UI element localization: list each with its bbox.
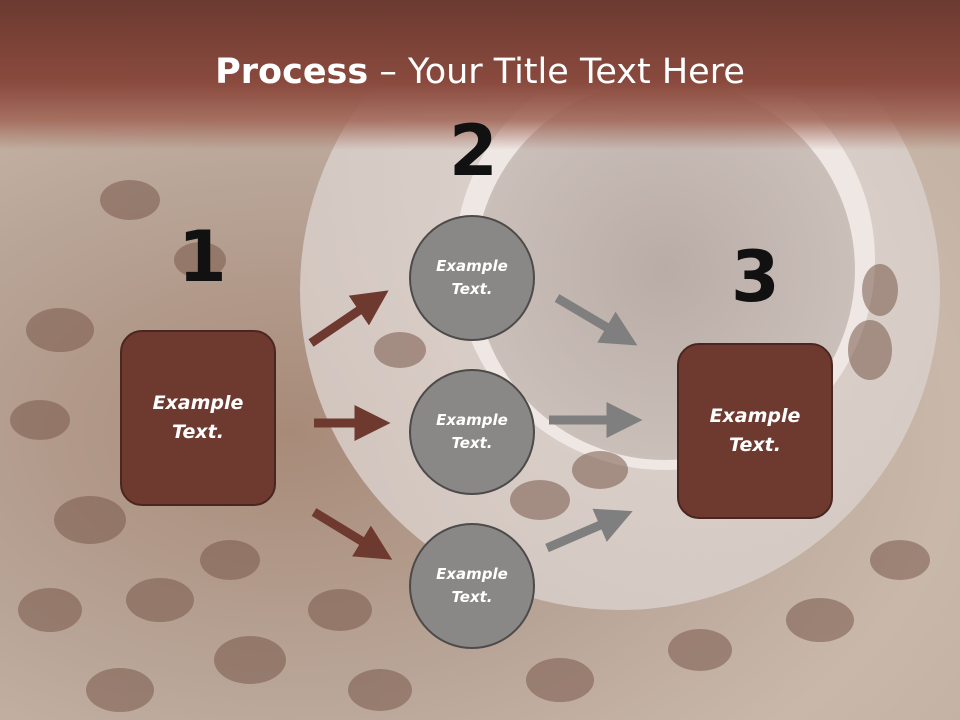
circle-top-line1: Example [436,257,508,275]
step-1-box-line2: Text. [172,421,224,443]
arrow-from-circle-top [554,294,638,346]
step-1-number: 1 [178,216,227,298]
circle-bottom-line1: Example [436,565,508,583]
arrow-to-circle-top [308,290,389,347]
title-bold: Process [215,52,369,92]
circle-middle-line2: Text. [451,434,493,452]
step-2-number: 2 [449,110,498,192]
circle-top-line2: Text. [451,280,493,298]
arrow-to-circle-bottom [311,508,393,560]
step-3-box-line1: Example [709,405,801,427]
step-3-number: 3 [731,236,780,318]
circle-middle-line1: Example [436,411,508,429]
arrow-from-circle-bottom [545,508,633,553]
slide-title: Process – Your Title Text Here [0,52,960,92]
step-1-box-line1: Example [152,392,244,414]
step-3-box-line2: Text. [729,434,781,456]
circle-bottom-line2: Text. [451,588,493,606]
title-rest: – Your Title Text Here [368,52,745,92]
title-band [0,0,960,150]
